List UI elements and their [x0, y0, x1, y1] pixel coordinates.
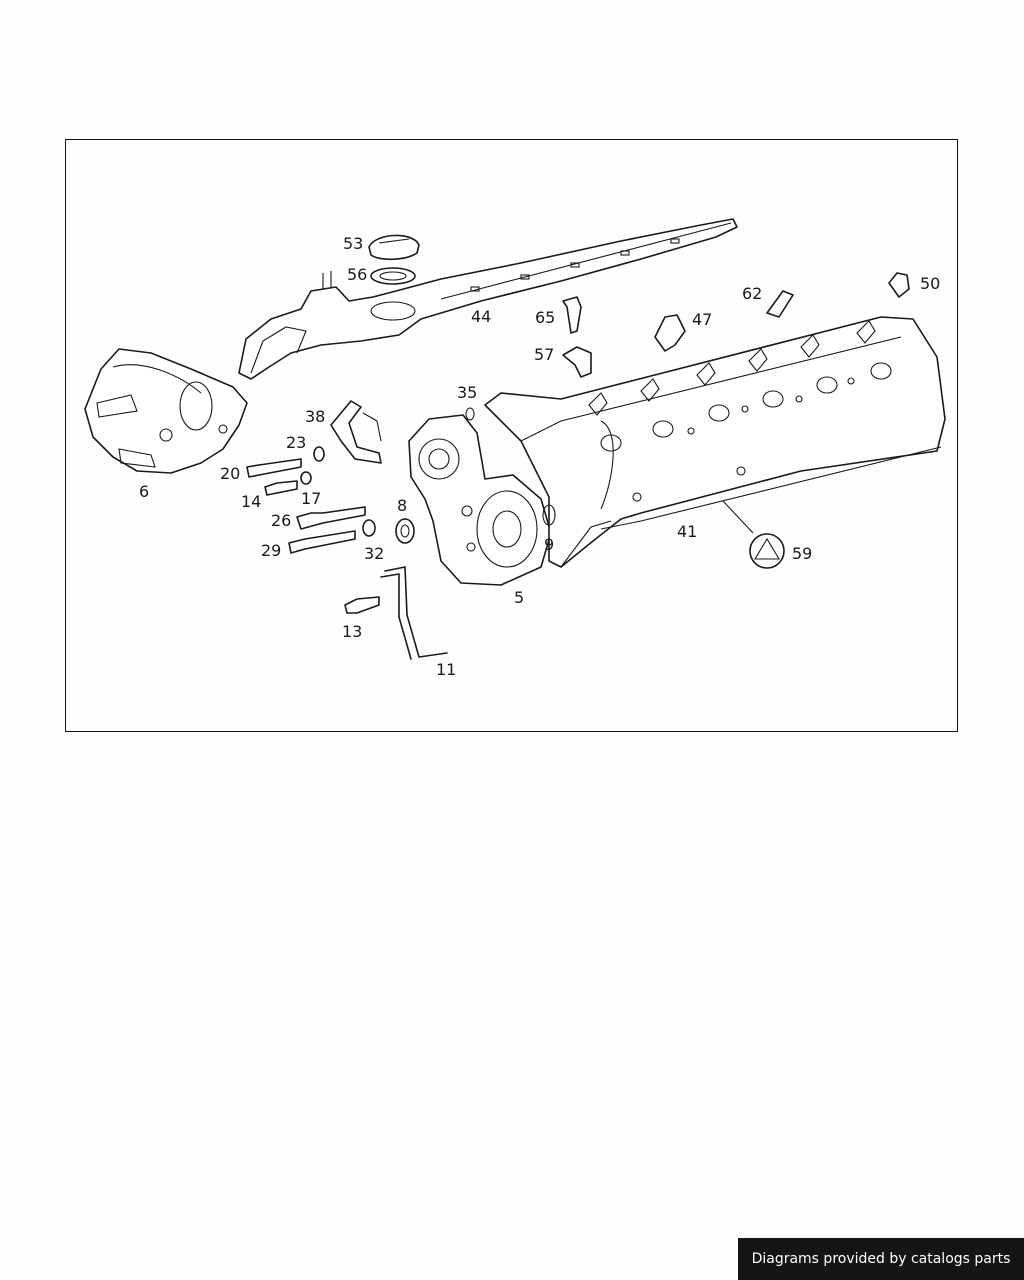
callout-17: 17 [301, 489, 321, 508]
callout-47: 47 [692, 310, 712, 329]
part-17-washer [300, 471, 312, 485]
part-35-oring [465, 407, 475, 421]
part-57-valve [562, 346, 592, 378]
callout-56: 56 [347, 265, 367, 284]
callout-35: 35 [457, 383, 477, 402]
part-11-dipstick-tube [380, 566, 448, 660]
credit-badge: Diagrams provided by catalogs parts [738, 1238, 1024, 1280]
callout-65: 65 [535, 308, 555, 327]
part-65-valve [562, 296, 582, 334]
credit-text: Diagrams provided by catalogs parts [751, 1251, 1011, 1267]
part-53-filler-cap [368, 234, 420, 261]
exploded-parts-diagram: 53 56 44 65 62 50 47 57 35 38 23 20 14 1… [84, 218, 946, 679]
part-50-clip [888, 272, 910, 298]
callout-9: 9 [544, 535, 554, 554]
cover-clips [588, 320, 876, 416]
callout-53: 53 [343, 234, 363, 253]
part-13-bolt [344, 596, 380, 614]
part-38-bracket [330, 400, 382, 464]
callout-50: 50 [920, 274, 940, 293]
part-56-seal-ring [370, 267, 416, 285]
part-26-bolt [296, 506, 366, 530]
part-59-cap [749, 533, 785, 569]
part-44-manifold-cover [238, 218, 738, 380]
callout-29: 29 [261, 541, 281, 560]
callout-38: 38 [305, 407, 325, 426]
part-5-front-cover [408, 414, 552, 586]
callout-44: 44 [471, 307, 491, 326]
part-32-washer [362, 519, 376, 537]
part-23-washer [313, 446, 325, 462]
callout-59: 59 [792, 544, 812, 563]
part-8-seal [395, 518, 415, 544]
callout-11: 11 [436, 660, 456, 679]
part-14-bolt [264, 480, 298, 496]
callout-26: 26 [271, 511, 291, 530]
callout-14: 14 [241, 492, 261, 511]
callout-32: 32 [364, 544, 384, 563]
part-41-cylinder-head-cover [484, 316, 946, 568]
parts-diagram-frame: 53 56 44 65 62 50 47 57 35 38 23 20 14 1… [65, 139, 958, 732]
callout-20: 20 [220, 464, 240, 483]
part-6-timing-cover [84, 348, 248, 474]
part-47-sensor [654, 314, 686, 352]
part-29-bolt [288, 530, 356, 554]
callout-6: 6 [139, 482, 149, 501]
callout-8: 8 [397, 496, 407, 515]
callout-23: 23 [286, 433, 306, 452]
callout-57: 57 [534, 345, 554, 364]
callout-62: 62 [742, 284, 762, 303]
callout-13: 13 [342, 622, 362, 641]
callout-5: 5 [514, 588, 524, 607]
spark-plug-wells [600, 362, 892, 502]
callout-41: 41 [677, 522, 697, 541]
part-62-valve [766, 290, 794, 318]
part-20-bolt [246, 458, 302, 478]
